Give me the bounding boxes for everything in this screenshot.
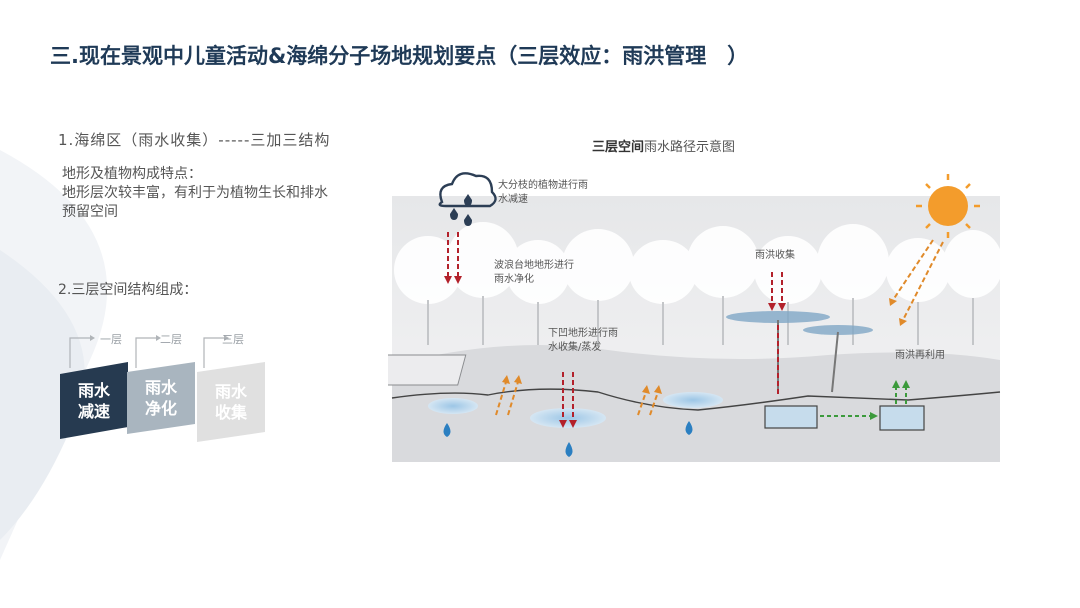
tier-bracket-2 [135,335,161,368]
features-line3: 预留空间 [62,204,118,220]
tree-trunks [427,296,974,345]
tier-card-2-line1: 雨水 [144,378,177,397]
annotation-plants-line1: 大分枝的植物进行雨 [498,180,588,191]
tier-label-1: 一层 [100,333,122,346]
diagram-title-bold: 三层空间 [592,140,645,155]
tier-label-2: 二层 [160,333,182,346]
canopy-2 [803,325,873,335]
annotation-wave-line2: 雨水净化 [494,274,534,285]
features-line1: 地形及植物构成特点： [62,166,202,182]
annotation-wave-line1: 波浪台地地形进行 [494,260,574,271]
sun-icon [916,174,980,238]
decorative-swoosh [0,150,108,560]
rainwater-section-diagram [388,172,1003,462]
canopy-1 [726,311,830,323]
water-drop-icon [443,421,693,457]
storage-tank-1 [764,405,818,429]
rain-arrow-heads [444,276,786,428]
tier-card-2: 雨水 净化 [127,362,195,434]
features-line2: 地形层次较丰富，有利于为植物生长和排水 [62,185,328,201]
pool-center [530,408,606,428]
annotation-reuse: 雨洪再利用 [895,349,945,363]
rain-arrows [447,232,783,422]
tier-card-3-line2: 收集 [214,403,247,422]
rain-cloud-icon [438,172,497,226]
page-title: 三.现在景观中儿童活动&海绵分子场地规划要点（三层效应：雨洪管理 ） [50,44,749,68]
tree-row [394,222,1003,304]
annotation-collect: 雨洪收集 [755,249,795,263]
annotation-collect-line1: 雨洪收集 [755,250,795,261]
pool-left [428,398,478,414]
tier-bracket-3 [203,335,229,368]
features-text: 地形及植物构成特点： 地形层次较丰富，有利于为植物生长和排水 预留空间 [62,165,328,222]
tier-card-2-line2: 净化 [144,399,177,418]
section2-heading: 2.三层空间结构组成： [58,282,198,298]
tier-card-3: 雨水 收集 [197,362,265,442]
annotation-basin-line1: 下凹地形进行雨 [548,328,618,339]
evaporation-arrows [495,239,944,416]
annotation-wave: 波浪台地地形进行 雨水净化 [494,259,574,287]
evaporation-arrow-heads [502,298,907,394]
annotation-plants: 大分枝的植物进行雨 水减速 [498,179,588,207]
tier-card-1-line1: 雨水 [77,380,110,400]
tier-bracket-1 [69,335,95,368]
annotation-reuse-line1: 雨洪再利用 [895,350,945,361]
tier-label-3: 三层 [222,333,244,346]
annotation-plants-line2: 水减速 [498,194,528,205]
tier-card-1: 雨水 减速 [60,362,128,439]
storage-tank-2 [879,405,925,431]
ground-line [391,388,1001,411]
annotation-basin: 下凹地形进行雨 水收集/蒸发 [548,327,618,355]
pool-right [663,392,723,408]
diagram-title: 三层空间雨水路径示意图 [592,136,735,155]
annotation-basin-line2: 水收集/蒸发 [548,342,602,353]
tier-card-3-line1: 雨水 [214,382,247,401]
tier-card-1-line2: 减速 [77,401,110,421]
ramp-structure [388,354,467,386]
section1-heading: 1.海绵区（雨水收集）-----三加三结构 [58,131,331,149]
diagram-title-rest: 雨水路径示意图 [644,140,736,155]
reuse-flow-arrows [820,386,907,417]
